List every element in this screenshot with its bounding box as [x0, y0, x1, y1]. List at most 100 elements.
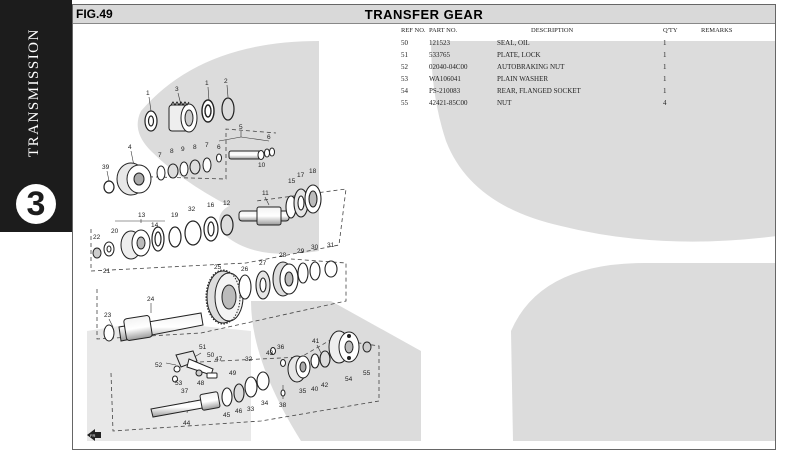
callout: 38	[279, 402, 287, 409]
callout: 4	[128, 144, 132, 151]
callout: 27	[259, 260, 267, 267]
cell-qty: 1	[663, 39, 667, 47]
callout: 28	[279, 252, 287, 259]
callout: 23	[104, 312, 112, 319]
callout: 50	[207, 352, 215, 359]
callout: 40	[311, 386, 319, 393]
table-header-row: REF NO. PART NO. DESCRIPTION Q'TY REMARK…	[401, 27, 741, 39]
callout: 8	[193, 144, 197, 151]
cell-desc: PLATE, LOCK	[497, 51, 541, 59]
part-small-rings	[156, 157, 212, 181]
callout: 32	[245, 356, 253, 363]
callout: 31	[327, 242, 335, 249]
exploded-diagram: FR 1 3 1 2 5 6 6 7 8 9 8 7 10 39 4 11 15…	[87, 41, 775, 441]
cell-desc: AUTOBRAKING NUT	[497, 63, 565, 71]
cell-desc: REAR, FLANGED SOCKET	[497, 87, 581, 95]
part-gear-4	[116, 162, 152, 196]
figure-title: TRANSFER GEAR	[364, 7, 484, 22]
callout: 54	[345, 376, 353, 383]
small-fasteners	[172, 347, 286, 397]
figure-number: FIG.49	[76, 7, 113, 21]
callout: 6	[217, 144, 221, 151]
section-tab-label: TRANSMISSION	[26, 28, 42, 158]
part-lever-assembly	[173, 350, 218, 379]
callout: 49	[229, 370, 237, 377]
part-nut-22	[92, 247, 102, 259]
cell-part: PS-210083	[429, 87, 461, 95]
part-ring-10	[257, 150, 265, 160]
callout: 48	[197, 380, 205, 387]
callout: 15	[288, 178, 296, 185]
callout: 37	[181, 388, 189, 395]
cell-desc: SEAL, OIL	[497, 39, 530, 47]
part-flange-socket-54	[328, 330, 360, 364]
part-rings-46-45-33-34	[221, 371, 270, 407]
callout: 8	[170, 148, 174, 155]
callout: 33	[247, 406, 255, 413]
callout: 24	[147, 296, 155, 303]
callout: 26	[241, 266, 249, 273]
callout: 55	[363, 370, 371, 377]
table-row: 50 121523 SEAL, OIL 1	[401, 39, 741, 51]
callout: 41	[312, 338, 320, 345]
part-output-shaft-44	[150, 391, 221, 418]
cell-ref: 51	[401, 51, 408, 59]
col-header-remarks: REMARKS	[701, 27, 733, 34]
callout: 22	[93, 234, 101, 241]
table-row: 52 02040-04C00 AUTOBRAKING NUT 1	[401, 63, 741, 75]
table-row: 51 533765 PLATE, LOCK 1	[401, 51, 741, 63]
callout: 29	[297, 248, 305, 255]
callout: 19	[171, 212, 179, 219]
callout: 25	[214, 264, 222, 271]
svg-text:FR: FR	[90, 433, 95, 438]
callout: 53	[175, 380, 183, 387]
cell-qty: 1	[663, 87, 667, 95]
cell-ref: 55	[401, 99, 408, 107]
part-hub-13	[120, 229, 151, 260]
parts-table: REF NO. PART NO. DESCRIPTION Q'TY REMARK…	[401, 27, 741, 111]
cell-qty: 1	[663, 75, 667, 83]
section-number-badge: 3	[16, 184, 56, 224]
callout: 39	[102, 164, 110, 171]
cell-qty: 1	[663, 63, 667, 71]
callout: 12	[223, 200, 231, 207]
cell-ref: 52	[401, 63, 408, 71]
callout: 17	[297, 172, 305, 179]
part-mainshaft-24	[103, 312, 204, 342]
callout: 47	[215, 356, 223, 363]
callout: 42	[321, 382, 329, 389]
part-ring-1b	[201, 99, 215, 123]
callout-numbers: 1 3 1 2 5 6 6 7 8 9 8 7 10 39 4 11 15 17…	[93, 78, 371, 427]
part-washer-39	[103, 180, 115, 194]
callout: 46	[235, 408, 243, 415]
cell-part: 121523	[429, 39, 450, 47]
cell-part: 02040-04C00	[429, 63, 468, 71]
callout: 45	[223, 412, 231, 419]
part-gear-3	[168, 101, 198, 133]
col-header-qty: Q'TY	[663, 27, 678, 34]
part-shaft-11	[238, 206, 290, 226]
part-seal-1	[144, 110, 158, 132]
cell-ref: 53	[401, 75, 408, 83]
callout: 7	[158, 152, 162, 159]
callout: 5	[239, 124, 243, 131]
col-header-part: PART NO.	[429, 27, 458, 34]
part-bearing-15-17-18	[285, 184, 322, 219]
callout: 14	[151, 222, 159, 229]
part-sleeve-5	[216, 147, 275, 163]
catalog-page: FR 1 3 1 2 5 6 6 7 8 9 8 7 10 39 4 11 15…	[72, 4, 776, 450]
callout: 9	[181, 146, 185, 153]
callout: 32	[188, 206, 196, 213]
section-tab: TRANSMISSION 3	[0, 0, 72, 232]
callout: 34	[261, 400, 269, 407]
callout: 13	[138, 212, 146, 219]
callout: 1	[205, 80, 209, 87]
cell-qty: 4	[663, 99, 667, 107]
callout: 11	[262, 190, 269, 197]
part-washer-20-21	[103, 241, 115, 257]
cell-desc: PLAIN WASHER	[497, 75, 549, 83]
cell-ref: 54	[401, 87, 408, 95]
callout: 18	[309, 168, 317, 175]
cell-part: WA106041	[429, 75, 461, 83]
callout: 20	[111, 228, 119, 235]
